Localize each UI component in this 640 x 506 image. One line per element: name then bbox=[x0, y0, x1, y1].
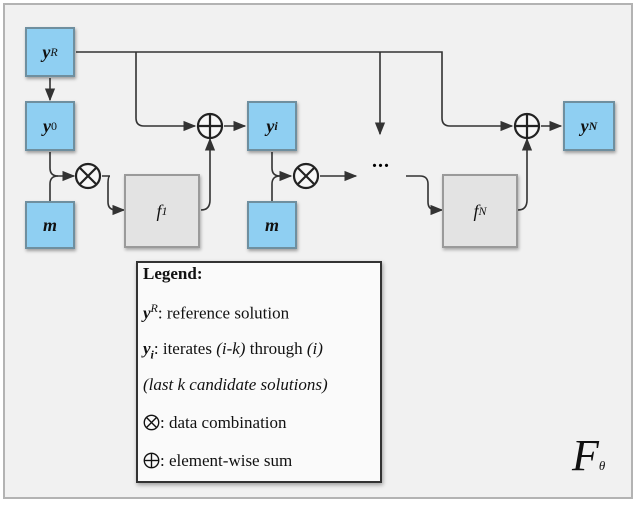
legend-title: Legend: bbox=[143, 264, 203, 283]
wire-m2-to-comb2 bbox=[271, 175, 281, 201]
legend-sum-text: : element-wise sum bbox=[160, 451, 293, 470]
legend-yi-symbol: y bbox=[143, 339, 151, 358]
node-y0-main: y bbox=[43, 115, 51, 136]
legend-yi-sub: i bbox=[150, 347, 154, 362]
node-yi-sub: i bbox=[274, 118, 278, 133]
legend-yr-symbol: y bbox=[143, 303, 151, 323]
wire-fn-to-sumn bbox=[517, 137, 533, 211]
node-m-1: m bbox=[25, 201, 75, 249]
legend-item-sum: : element-wise sum bbox=[143, 451, 292, 471]
otimes-icon bbox=[143, 414, 160, 431]
wire-y0-to-comb1 bbox=[49, 152, 76, 182]
node-y0-sub: 0 bbox=[51, 118, 57, 133]
legend-iterates-note: (last k candidate solutions) bbox=[143, 375, 328, 394]
sum-node-1 bbox=[196, 112, 224, 140]
node-y-reference-main: y bbox=[42, 41, 51, 62]
node-m-2-label: m bbox=[264, 214, 279, 235]
legend-yi-text-c: through bbox=[245, 339, 307, 358]
node-yn-main: y bbox=[580, 115, 589, 136]
combination-node-1 bbox=[74, 162, 102, 190]
operator-sub: θ bbox=[598, 458, 606, 473]
node-yi-main: y bbox=[266, 115, 275, 136]
wire-yi-to-comb2 bbox=[271, 152, 293, 182]
combination-node-2 bbox=[292, 162, 320, 190]
legend-item-iterates: yi: iterates (i-k) through (i) bbox=[143, 339, 323, 362]
legend-yr-text: : reference solution bbox=[157, 303, 290, 323]
operator-main: F bbox=[572, 431, 599, 480]
wire-comb1-to-f1 bbox=[102, 175, 126, 216]
ellipsis-continuation: ... bbox=[372, 150, 390, 172]
wire-yr-bus bbox=[76, 51, 514, 132]
node-yn-sub: N bbox=[588, 118, 598, 133]
node-m-1-label: m bbox=[42, 214, 57, 235]
block-f1-sub: 1 bbox=[161, 203, 168, 218]
sum-node-n bbox=[513, 112, 541, 140]
node-m-2: m bbox=[247, 201, 297, 249]
legend-yi-text-d: (i) bbox=[306, 339, 323, 358]
node-y-reference-sup: R bbox=[50, 44, 58, 59]
block-fn-main: f bbox=[473, 200, 479, 221]
block-fn-sub: N bbox=[478, 203, 487, 218]
block-f1-main: f bbox=[156, 200, 162, 221]
legend-box: Legend: yR: reference solution yi: itera… bbox=[136, 261, 382, 483]
operator-label: Fθ bbox=[572, 430, 605, 481]
legend-item-combination: : data combination bbox=[143, 413, 287, 433]
wire-dots-to-fn bbox=[406, 175, 444, 216]
legend-yi-text-b: (i-k) bbox=[216, 339, 246, 358]
wire-f1-to-sum1 bbox=[200, 137, 216, 211]
wire-yr-to-sum1 bbox=[135, 52, 197, 132]
legend-combination-text: : data combination bbox=[160, 413, 287, 432]
legend-yi-text-a: : iterates bbox=[153, 339, 217, 358]
wire-m1-to-comb1 bbox=[49, 175, 59, 201]
legend-item-reference: yR: reference solution bbox=[143, 301, 289, 324]
legend-yr-sup: R bbox=[150, 301, 158, 315]
oplus-icon bbox=[143, 452, 160, 469]
